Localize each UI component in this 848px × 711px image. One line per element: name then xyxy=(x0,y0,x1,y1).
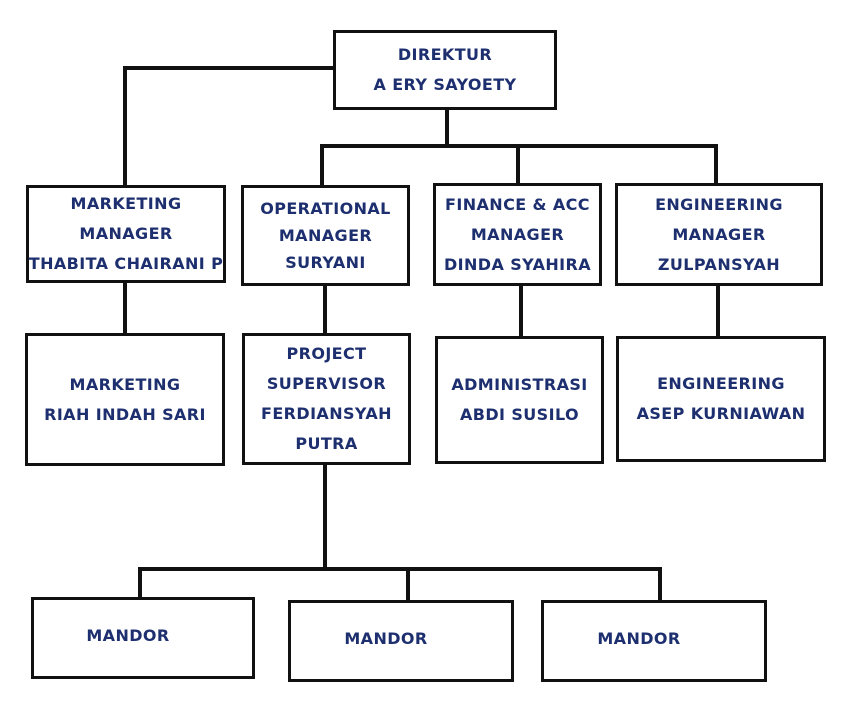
node-label: PROJECT SUPERVISOR FERDIANSYAH PUTRA xyxy=(261,339,392,459)
node-administrasi: ADMINISTRASI ABDI SUSILO xyxy=(435,336,604,464)
node-line: THABITA CHAIRANI P xyxy=(28,254,224,273)
node-line: OPERATIONAL xyxy=(260,199,391,218)
node-line: ENGINEERING xyxy=(655,194,783,214)
node-engineering-manager: ENGINEERING MANAGER ZULPANSYAH xyxy=(615,183,823,286)
node-marketing-manager: MARKETING MANAGER THABITA CHAIRANI P xyxy=(26,185,226,283)
node-line: DIREKTUR xyxy=(397,45,493,64)
node-line: PROJECT xyxy=(286,344,367,363)
node-direktur: DIREKTUR A ERY SAYOETY xyxy=(333,30,557,110)
node-line: MANDOR xyxy=(344,629,428,648)
node-line: MARKETING xyxy=(69,374,181,394)
node-line: MARKETING xyxy=(70,194,182,213)
node-line: SURYANI xyxy=(285,253,366,272)
node-label: MANDOR xyxy=(344,624,427,654)
node-operational-manager: OPERATIONAL MANAGER SURYANI xyxy=(241,185,410,286)
node-line: A ERY SAYOETY xyxy=(373,75,517,94)
node-line: ADMINISTRASI xyxy=(451,375,588,394)
node-label: MARKETING RIAH INDAH SARI xyxy=(44,370,206,430)
node-line: ENGINEERING xyxy=(657,374,785,393)
node-label: DIREKTUR A ERY SAYOETY xyxy=(373,40,516,100)
node-marketing-staff: MARKETING RIAH INDAH SARI xyxy=(25,333,225,466)
node-line: MANDOR xyxy=(86,626,170,645)
node-mandor-2: MANDOR xyxy=(288,600,514,682)
node-mandor-1: MANDOR xyxy=(31,597,255,679)
node-mandor-3: MANDOR xyxy=(541,600,767,682)
node-label: ENGINEERING MANAGER ZULPANSYAH xyxy=(655,190,783,280)
node-line: ZULPANSYAH xyxy=(657,254,781,274)
node-label: FINANCE & ACC MANAGER DINDA SYAHIRA xyxy=(444,190,591,280)
node-line: DINDA SYAHIRA xyxy=(443,254,592,274)
node-line: FINANCE & ACC xyxy=(445,194,590,214)
node-line: ASEP KURNIAWAN xyxy=(636,404,806,423)
node-label: ENGINEERING ASEP KURNIAWAN xyxy=(637,369,806,429)
node-finance-manager: FINANCE & ACC MANAGER DINDA SYAHIRA xyxy=(433,183,602,286)
node-line: PUTRA xyxy=(295,434,358,453)
node-project-supervisor: PROJECT SUPERVISOR FERDIANSYAH PUTRA xyxy=(242,333,411,465)
node-line: FERDIANSYAH xyxy=(261,404,392,423)
connector-direktur-marketing xyxy=(123,66,335,189)
node-engineering-staff: ENGINEERING ASEP KURNIAWAN xyxy=(616,336,826,462)
node-line: MANAGER xyxy=(278,226,373,245)
node-line: MANAGER xyxy=(672,224,766,244)
node-label: ADMINISTRASI ABDI SUSILO xyxy=(451,370,587,430)
node-line: ABDI SUSILO xyxy=(459,405,579,424)
node-line: RIAH INDAH SARI xyxy=(44,404,206,424)
node-label: MANDOR xyxy=(86,621,169,651)
node-line: MANAGER xyxy=(470,224,565,244)
node-label: MANDOR xyxy=(597,624,680,654)
node-line: MANDOR xyxy=(597,629,681,648)
node-label: OPERATIONAL MANAGER SURYANI xyxy=(260,195,391,276)
node-label: MARKETING MANAGER THABITA CHAIRANI P xyxy=(29,189,223,279)
node-line: SUPERVISOR xyxy=(266,374,387,393)
node-line: MANAGER xyxy=(79,224,173,243)
